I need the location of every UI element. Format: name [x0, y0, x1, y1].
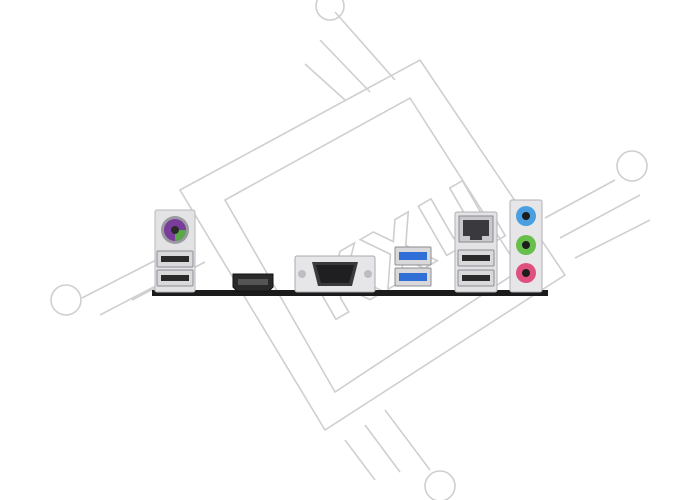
vga-port — [294, 255, 376, 293]
hdmi-port-icon — [238, 279, 268, 285]
usb3-port-pair — [394, 246, 432, 287]
usb-port-icon — [161, 275, 189, 281]
usb-port-icon — [161, 256, 189, 262]
audio-jacks — [509, 199, 543, 293]
usb2-port-pair-left — [156, 250, 194, 287]
rj45-port-icon — [463, 220, 489, 240]
usb3-port-icon — [399, 252, 427, 260]
usb-port-icon — [462, 275, 490, 281]
io-bracket — [152, 290, 548, 296]
usb-port-icon — [462, 255, 490, 261]
usb2-port-pair-right — [457, 249, 495, 287]
hdmi-port — [232, 273, 274, 292]
usb3-port-icon — [399, 273, 427, 281]
